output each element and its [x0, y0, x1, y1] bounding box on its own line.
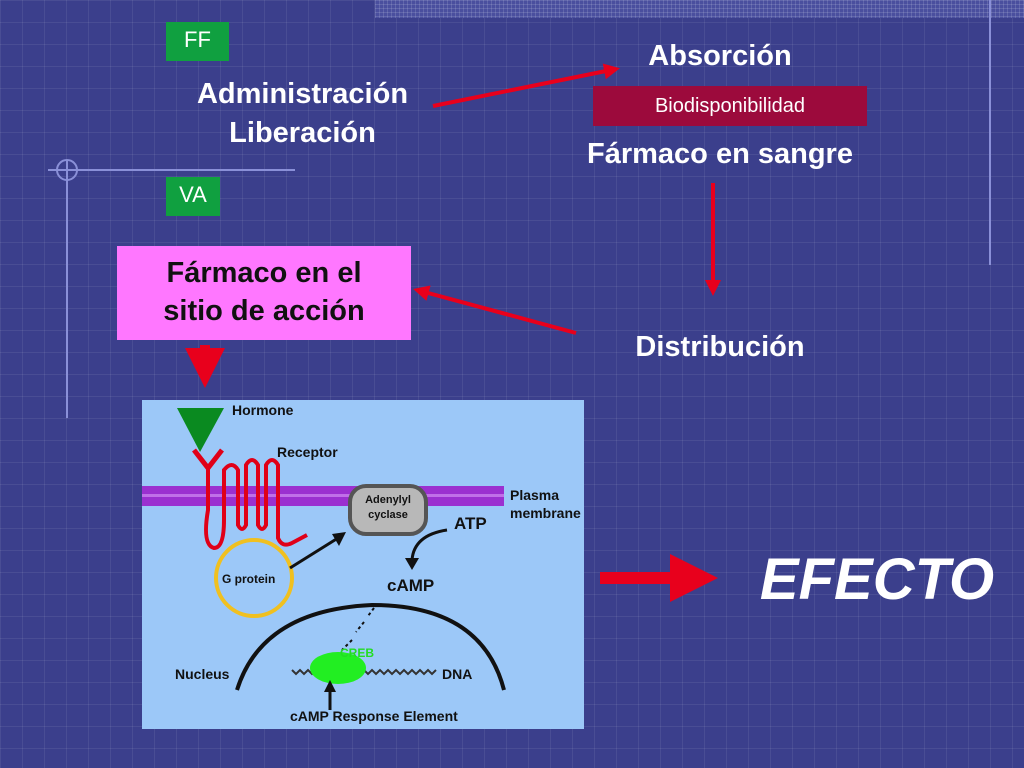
creb-label: CREB [340, 646, 375, 660]
adenylyl-line1: Adenylyl [365, 494, 411, 506]
decorative-band [375, 0, 1024, 18]
receptor-y [192, 448, 224, 473]
g-protein-label: G protein [222, 572, 276, 586]
plasma-label-line2: membrane [510, 505, 581, 521]
liberacion-label: Liberación [229, 117, 376, 149]
response-element-label: cAMP Response Element [290, 708, 458, 724]
ff-label: FF [184, 27, 211, 52]
g-protein-circle [214, 538, 294, 618]
adenylyl-cyclase-shape [348, 484, 428, 536]
adenylyl-cyclase-label: Adenylyl cyclase [350, 493, 426, 523]
absorcion-label: Absorción [648, 40, 792, 72]
plasma-membrane-label: Plasma membrane [510, 486, 581, 522]
ff-box: FF [166, 22, 229, 61]
nucleus-label: Nucleus [175, 666, 230, 682]
arrow-distribucion-sitio [413, 285, 577, 335]
dna-label: DNA [442, 666, 473, 682]
va-box: VA [166, 177, 220, 216]
farmaco-sitio-line2: sitio de acción [163, 295, 365, 327]
biodisponibilidad-box: Biodisponibilidad [593, 86, 867, 126]
hormone-triangle [177, 408, 224, 452]
farmaco-sitio-box: Fármaco en el sitio de acción [117, 246, 411, 340]
hormone-label: Hormone [232, 402, 294, 418]
nucleus-envelope [235, 602, 506, 691]
distribucion-label: Distribución [635, 331, 805, 363]
adenylyl-line2: cyclase [368, 509, 408, 521]
farmaco-sitio-line1: Fármaco en el [166, 257, 362, 289]
arrow-administracion-absorcion [432, 63, 620, 108]
efecto-label: EFECTO [759, 547, 995, 612]
atp-label: ATP [454, 514, 487, 533]
camp-label: cAMP [387, 576, 435, 595]
receptor-chain [204, 458, 308, 551]
plasma-label-line1: Plasma [510, 487, 560, 503]
administracion-label: Administración [196, 78, 409, 110]
biodisponibilidad-label: Biodisponibilidad [654, 95, 806, 117]
creb-blob [310, 652, 366, 684]
pathway-drawing [142, 408, 506, 710]
receptor-label: Receptor [277, 444, 338, 460]
camp-pathway-figure: Hormone Receptor Plasma membrane Adenyly… [142, 400, 584, 729]
farmaco-sangre-label: Fármaco en sangre [587, 138, 853, 170]
va-label: VA [179, 182, 207, 207]
